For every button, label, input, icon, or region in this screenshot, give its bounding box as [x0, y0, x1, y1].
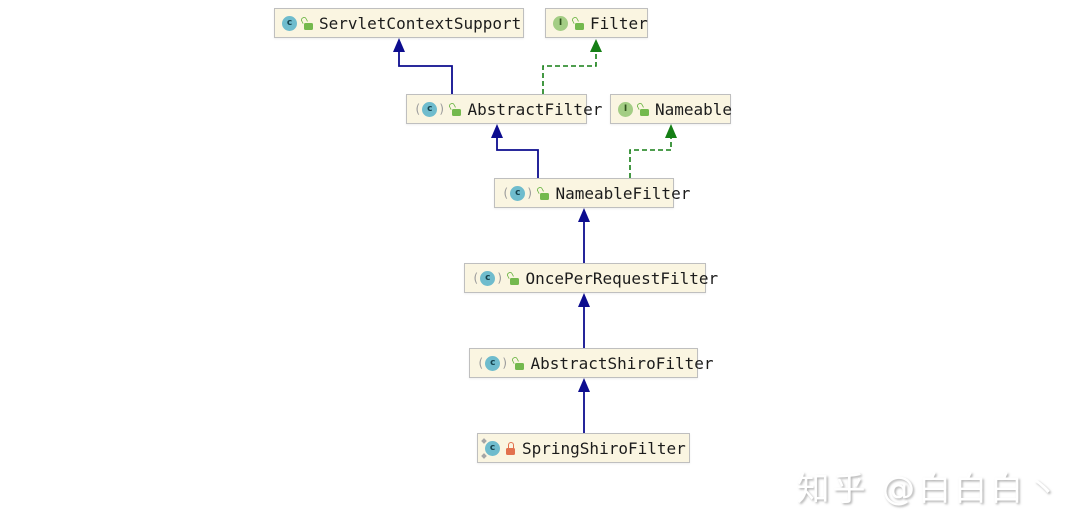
interface-node-nameable[interactable]: I Nameable — [610, 94, 733, 124]
class-name-label: AbstractShiroFilter — [530, 353, 714, 373]
interface-icon: I — [618, 101, 633, 117]
interface-node-filter[interactable]: I Filter — [545, 8, 648, 38]
edge-nameablefilter-implements-nameable — [629, 124, 677, 178]
abstract-class-icon: c — [414, 101, 445, 117]
edge-abstractshirofilter-extends-onceperrequestfilter — [578, 293, 590, 348]
edge-springshirofilter-extends-abstractshirofilter — [578, 378, 590, 433]
class-name-label: NameableFilter — [555, 183, 691, 203]
abstract-class-icon: c — [502, 185, 533, 201]
class-node-nameable-filter[interactable]: c NameableFilter — [494, 178, 690, 208]
unlocked-icon — [570, 15, 584, 30]
locked-icon — [506, 441, 516, 455]
edge-abstractfilter-implements-filter — [542, 39, 602, 94]
unlocked-icon — [506, 270, 520, 285]
interface-name-label: Filter — [590, 13, 648, 33]
unlocked-icon — [511, 355, 525, 370]
class-name-label: ServletContextSupport — [319, 13, 522, 33]
edge-abstractfilter-extends-servletcontextsupport — [393, 38, 453, 94]
interface-name-label: Nameable — [655, 99, 733, 119]
class-node-abstract-shiro-filter[interactable]: c AbstractShiroFilter — [469, 348, 714, 378]
class-node-abstract-filter[interactable]: c AbstractFilter — [406, 94, 602, 124]
class-icon: c — [282, 15, 297, 31]
class-name-label: AbstractFilter — [467, 99, 603, 119]
edge-onceperrequestfilter-extends-nameablefilter — [578, 208, 590, 263]
abstract-class-icon: c — [472, 270, 503, 286]
unlocked-icon — [299, 15, 313, 30]
static-class-icon: c — [481, 437, 500, 459]
class-node-servlet-context-support[interactable]: c ServletContextSupport — [274, 8, 524, 38]
class-name-label: OncePerRequestFilter — [525, 268, 719, 288]
unlocked-icon — [536, 185, 550, 200]
interface-icon: I — [553, 15, 568, 31]
zhihu-watermark: 知乎 @白白白丶 — [796, 469, 1062, 508]
class-node-once-per-request-filter[interactable]: c OncePerRequestFilter — [464, 263, 718, 293]
class-node-spring-shiro-filter[interactable]: c SpringShiroFilter — [477, 433, 690, 463]
unlocked-icon — [635, 101, 649, 116]
class-name-label: SpringShiroFilter — [522, 438, 686, 458]
edge-nameablefilter-extends-abstractfilter — [491, 124, 539, 178]
abstract-class-icon: c — [477, 355, 508, 371]
unlocked-icon — [448, 101, 462, 116]
